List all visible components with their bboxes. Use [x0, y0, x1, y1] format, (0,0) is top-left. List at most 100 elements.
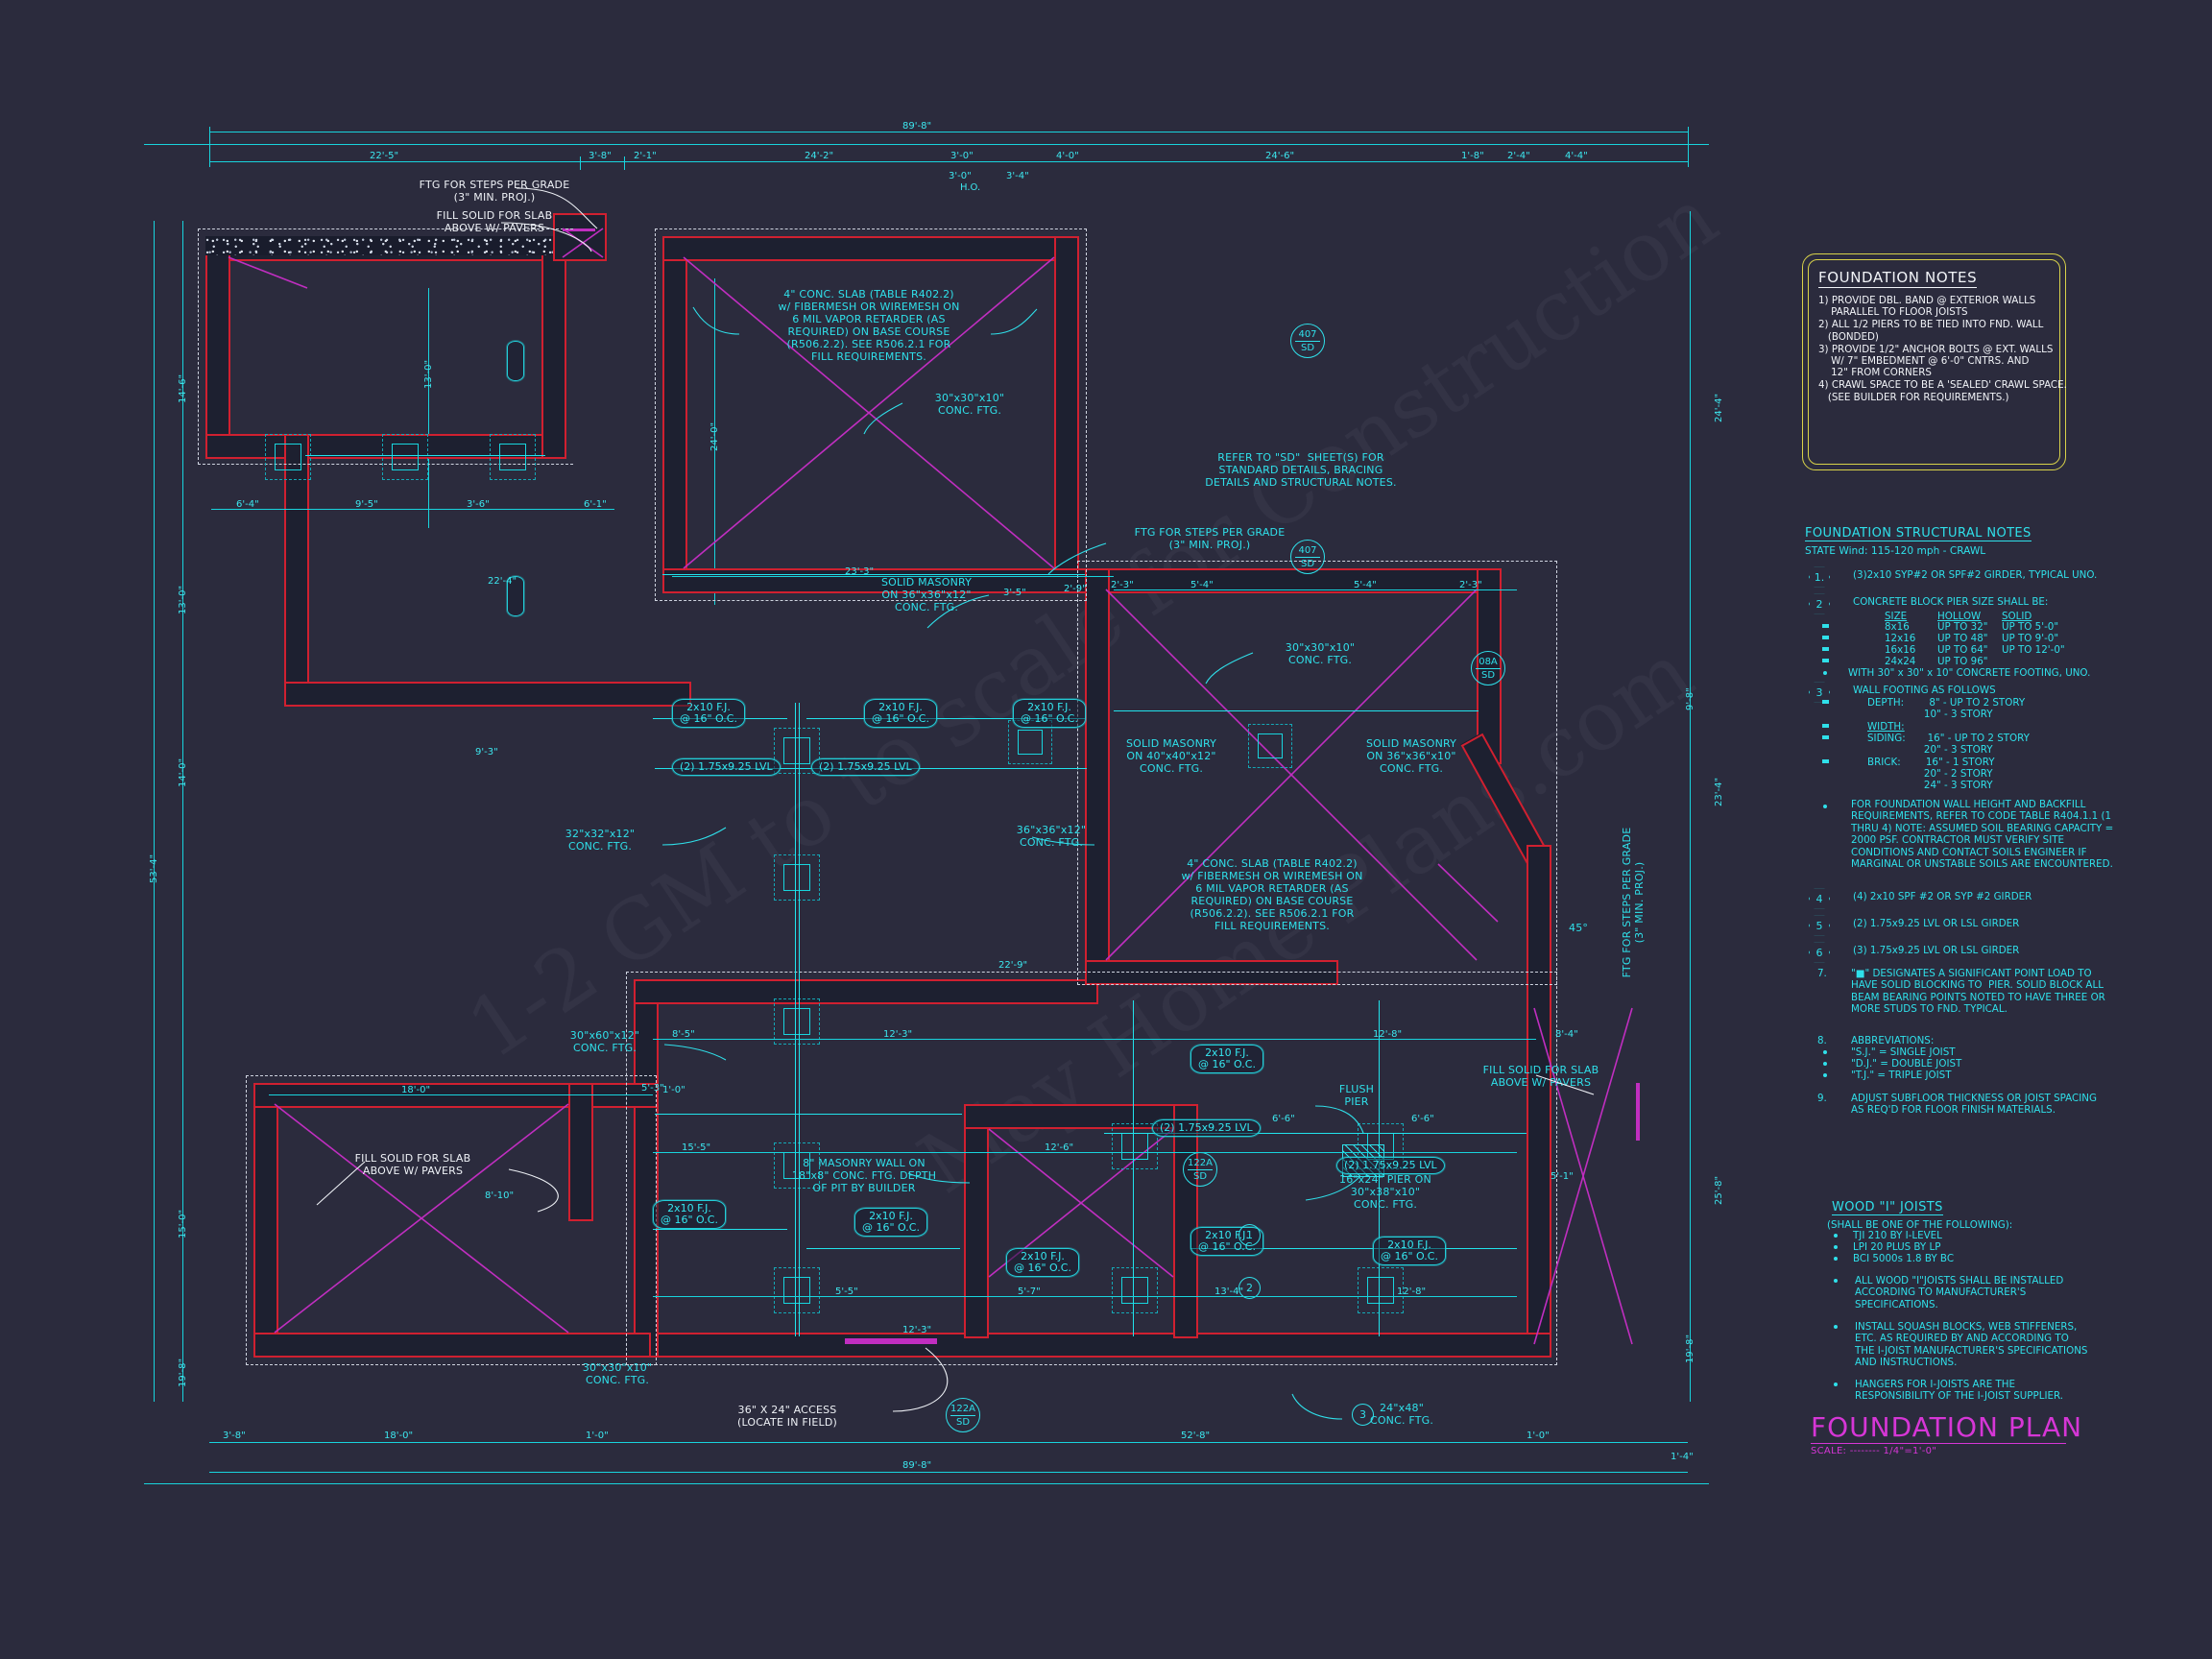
- pier: [783, 1008, 810, 1035]
- dim-inner: 2'-9": [1064, 584, 1087, 594]
- pier-row-hollow: UP TO 64": [1937, 644, 1988, 656]
- dim-inner: 5'-5": [835, 1286, 858, 1297]
- dim-inner: 12'-3": [902, 1325, 932, 1335]
- structural-note-marker-3: 3: [1809, 682, 1830, 703]
- detail-bubble-bottom: SD: [1192, 1170, 1208, 1182]
- page-title: FOUNDATION PLAN: [1811, 1411, 2083, 1443]
- footing-row: 10" - 3 STORY: [1867, 709, 1993, 720]
- crawl-access-opening: [845, 1338, 937, 1344]
- footing-row: BRICK: 16" - 1 STORY: [1867, 757, 1995, 768]
- pier-table-header-solid: SOLID: [2002, 611, 2032, 622]
- wood-joist-product: BCI 5000s 1.8 BY BC: [1853, 1253, 1955, 1264]
- dim-inner: 6'-4": [236, 499, 259, 510]
- annotation-angle-45: 45°: [1569, 922, 1589, 934]
- wall-outline: [568, 1083, 593, 1221]
- pier: [783, 1277, 810, 1304]
- structural-note-3-heading: WALL FOOTING AS FOLLOWS: [1853, 685, 1996, 696]
- border-top: [144, 144, 1709, 145]
- annotation-ftg-steps-right: FTG FOR STEPS PER GRADE (3" MIN. PROJ.): [1621, 827, 1646, 978]
- vent-cloud: [507, 341, 524, 381]
- joist-callout: 2x10 F.J. @ 16" O.C.: [672, 699, 745, 728]
- beam-line: [1104, 1133, 1527, 1134]
- dim-inner-left-line: [428, 288, 429, 528]
- structural-note-9-num: 9.: [1817, 1093, 1827, 1104]
- dim-right-1: 24'-4": [1714, 393, 1724, 422]
- dim-bottom-6: 1'-4": [1671, 1452, 1694, 1462]
- dim-left-4: 15'-0": [178, 1209, 188, 1238]
- footing-row: DEPTH: 8" - UP TO 2 STORY: [1867, 697, 2026, 709]
- bullet-dot: [1823, 805, 1827, 808]
- foundation-notes-box: FOUNDATION NOTES 1) PROVIDE DBL. BAND @ …: [1802, 253, 2067, 470]
- dim-top-7: 24'-6": [1265, 151, 1295, 161]
- annotation-refer-sd: REFER TO "SD" SHEET(S) FOR STANDARD DETA…: [1205, 451, 1397, 489]
- pier-row-hollow: UP TO 48": [1937, 633, 1988, 644]
- wood-joist-bullet: ALL WOOD "I"JOISTS SHALL BE INSTALLED AC…: [1855, 1275, 2064, 1310]
- structural-note-8-num: 8.: [1817, 1035, 1827, 1046]
- dim-top-5: 3'-0": [950, 151, 974, 161]
- annotation-ftg-3232: 32"x32"x12" CONC. FTG.: [565, 828, 636, 853]
- foundation-notes-title: FOUNDATION NOTES: [1818, 269, 1978, 288]
- pier-table-footer: WITH 30" x 30" x 10" CONCRETE FOOTING, U…: [1848, 667, 2091, 679]
- dim-inner: 3'-6": [467, 499, 490, 510]
- detail-bubble-bottom: SD: [1300, 558, 1315, 569]
- pier: [392, 444, 419, 470]
- dim-inner: 9'-5": [355, 499, 378, 510]
- lvl-callout: (2) 1.75x9.25 LVL: [672, 758, 781, 776]
- dim-inner: 5'-4": [1354, 580, 1377, 590]
- pier-table-header-size: SIZE: [1885, 611, 1908, 622]
- dim-inner: 15'-5": [682, 1142, 711, 1153]
- detail-bubble-bottom: SD: [1300, 342, 1315, 353]
- dim-inner: 12'-8": [1397, 1286, 1427, 1297]
- band-line: [662, 574, 1085, 575]
- structural-note-marker-5: 5: [1809, 915, 1830, 936]
- footing-row: 24" - 3 STORY: [1867, 780, 1993, 791]
- dim-inner: 23'-3": [845, 566, 875, 577]
- joist-span-arrow: [1114, 710, 1479, 711]
- wood-joist-bullet: HANGERS FOR I-JOISTS ARE THE RESPONSIBIL…: [1855, 1379, 2064, 1403]
- footing-row: 20" - 3 STORY: [1867, 744, 1993, 756]
- dim-left-row2-line: [182, 221, 183, 1402]
- annotation-ftg-24x48: 24"x48" CONC. FTG.: [1369, 1402, 1434, 1427]
- detail-bubble-top: 08A: [1479, 656, 1498, 667]
- footing-outline: [198, 228, 573, 465]
- bullet-dot: [1823, 671, 1827, 675]
- dim-inner: 22'-9": [998, 960, 1028, 971]
- pier: [1367, 1277, 1394, 1304]
- lvl-callout: (2) 1.75x9.25 LVL: [1336, 1157, 1445, 1174]
- detail-bubble: 407 SD: [1290, 324, 1325, 358]
- pier: [783, 864, 810, 891]
- annotation-fill-solid-top: FILL SOLID FOR SLAB ABOVE W/ PAVERS: [436, 209, 553, 234]
- pier: [275, 444, 301, 470]
- beam-line: [305, 455, 545, 456]
- dim-left-overall: 53'-4": [149, 854, 159, 883]
- interior-wall-outline: [1173, 1104, 1198, 1338]
- bullet-square: [1822, 624, 1829, 628]
- wall-outline: [634, 979, 1098, 1004]
- step-marker: [1636, 1083, 1640, 1141]
- structural-notes-subtitle: STATE Wind: 115-120 mph - CRAWL: [1805, 545, 1986, 557]
- pier-footing: [265, 434, 311, 480]
- footing-outline: [246, 1075, 657, 1365]
- pier-footing: [1248, 724, 1292, 768]
- detail-bubble-bottom: SD: [1480, 669, 1496, 681]
- wall-segment: [205, 236, 582, 255]
- dim-line: [672, 576, 1114, 577]
- dim-inner: 5'-4": [1190, 580, 1214, 590]
- pier-row-size: 16x16: [1885, 644, 1916, 656]
- structural-note-8: ABBREVIATIONS:: [1851, 1035, 1935, 1046]
- dim-tick: [1688, 127, 1689, 167]
- dim-right-3: 23'-4": [1714, 777, 1724, 806]
- plan-marker-2: 2: [1238, 1277, 1261, 1299]
- detail-bubble-top: 407: [1298, 328, 1317, 340]
- detail-bubble: 122A SD: [946, 1398, 980, 1432]
- dim-top-4: 24'-2": [805, 151, 834, 161]
- structural-notes-title: FOUNDATION STRUCTURAL NOTES: [1805, 526, 2032, 541]
- pier-row-size: 24x24: [1885, 656, 1916, 667]
- lvl-callout: (2) 1.75x9.25 LVL: [811, 758, 920, 776]
- pier-footing: [1112, 1267, 1158, 1313]
- pier-row-solid: UP TO 12'-0": [2002, 644, 2065, 656]
- dim-inner: 5'-7": [1018, 1286, 1041, 1297]
- annotation-conc-slab-2: 4" CONC. SLAB (TABLE R402.2) w/ FIBERMES…: [1181, 857, 1363, 932]
- detail-bubble: 08A SD: [1471, 651, 1505, 685]
